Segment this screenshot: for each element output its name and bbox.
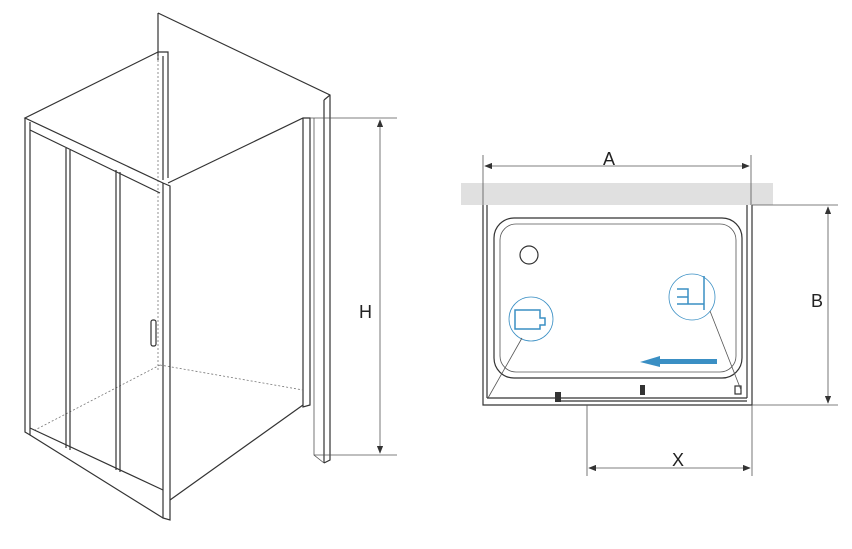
sliding-direction-arrow-icon xyxy=(640,356,717,367)
isometric-view: H xyxy=(23,12,397,521)
wall xyxy=(461,183,773,205)
side-panel xyxy=(34,51,311,501)
width-label: A xyxy=(603,149,615,169)
door-handle xyxy=(150,319,157,347)
sliding-door xyxy=(23,51,171,521)
opening-label: X xyxy=(672,450,684,470)
back-wall xyxy=(157,12,331,464)
depth-dimension: B xyxy=(752,204,838,406)
profile-detail-left xyxy=(487,296,554,399)
height-label: H xyxy=(359,302,372,322)
depth-label: B xyxy=(811,291,823,311)
shower-tray xyxy=(493,217,743,379)
drain-icon xyxy=(519,245,539,265)
width-dimension: A xyxy=(482,149,752,205)
profile-detail-right xyxy=(668,273,742,391)
plan-view: A B xyxy=(461,149,838,476)
enclosure-outline xyxy=(482,205,753,406)
height-dimension: H xyxy=(310,117,397,456)
opening-dimension: X xyxy=(586,405,753,476)
